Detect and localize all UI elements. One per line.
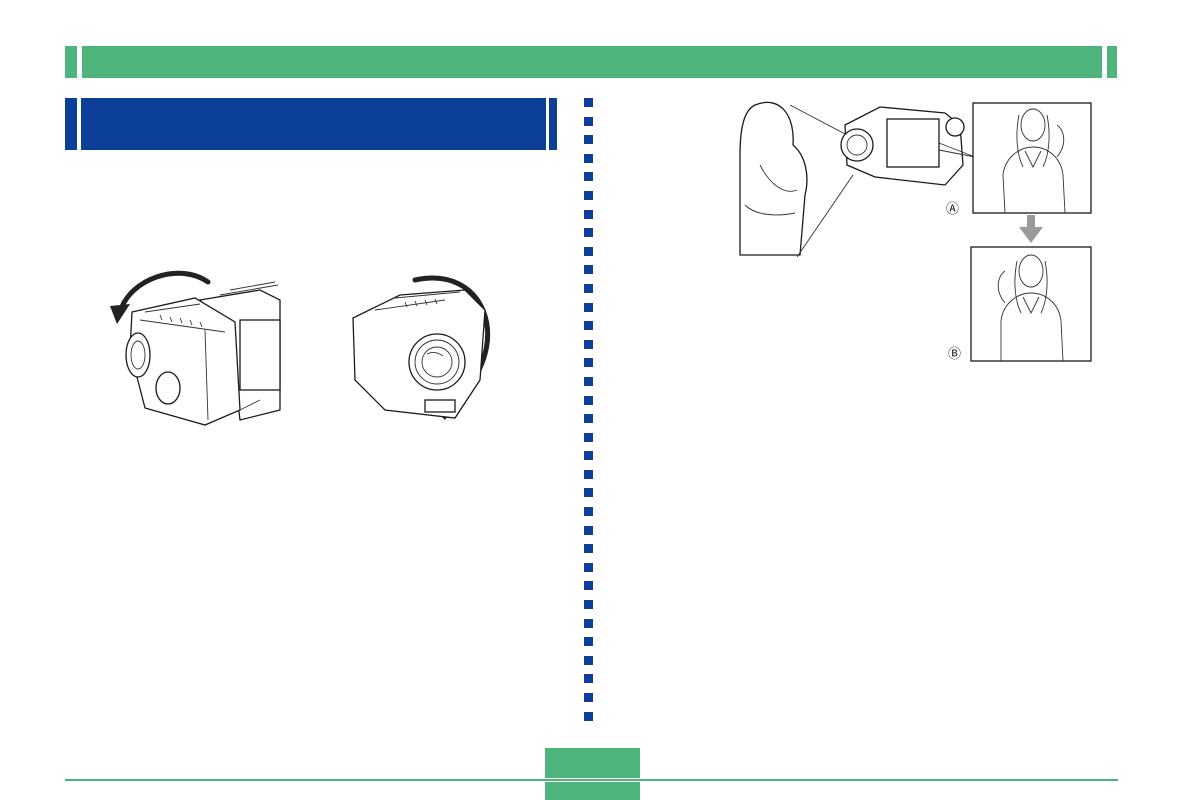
- page-number-tab: [545, 748, 640, 778]
- column-divider: [584, 98, 594, 728]
- footer-rule: [65, 779, 1118, 781]
- section-heading-bar: [81, 98, 546, 150]
- section-heading-left-cap: [65, 98, 77, 150]
- self-portrait-illustration: Ⓐ Ⓑ: [739, 101, 1092, 362]
- frame-a-marker: Ⓐ: [946, 202, 959, 217]
- section-heading-right-cap: [549, 98, 557, 150]
- lens-rotation-illustration-side: [110, 270, 281, 426]
- header-band-right-cap: [1107, 46, 1117, 78]
- frame-b-marker: Ⓑ: [948, 347, 961, 362]
- header-band-left-cap: [65, 46, 77, 78]
- page-number-tab-lower: [545, 782, 640, 800]
- header-band: [82, 46, 1102, 78]
- lens-rotation-illustration-front: [352, 275, 491, 420]
